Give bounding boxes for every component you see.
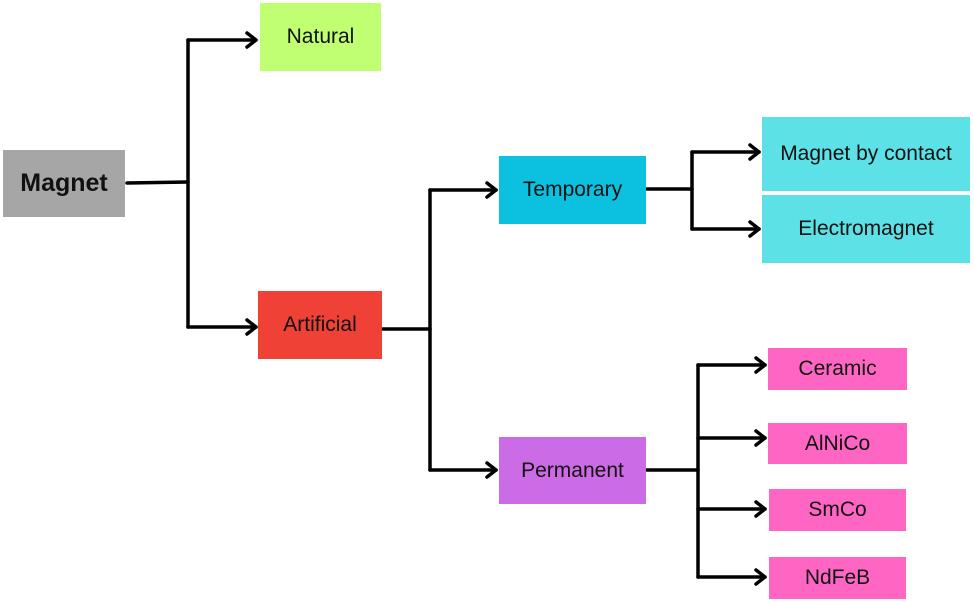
- arrowhead-smco: [754, 500, 767, 518]
- node-magnet-by-contact: Magnet by contact: [762, 117, 970, 191]
- node-artificial: Artificial: [258, 291, 382, 359]
- arrowhead-ndfeb: [754, 568, 767, 586]
- arrowhead-contact: [748, 143, 761, 161]
- node-permanent: Permanent: [499, 437, 646, 504]
- node-smco: SmCo: [769, 489, 906, 531]
- node-natural-label: Natural: [286, 25, 355, 48]
- node-natural: Natural: [260, 3, 381, 71]
- arrowhead-ceramic: [754, 356, 767, 374]
- node-magnet: Magnet: [3, 150, 125, 217]
- arrowhead-temporary: [485, 181, 498, 199]
- node-alnico: AlNiCo: [768, 423, 907, 464]
- edge-root-trunk: [125, 180, 190, 185]
- node-magnet-label: Magnet: [20, 169, 108, 197]
- node-ceramic-label: Ceramic: [798, 357, 877, 380]
- arrowhead-alnico: [754, 429, 767, 447]
- node-ndfeb: NdFeB: [769, 557, 906, 599]
- node-ndfeb-label: NdFeB: [804, 566, 871, 589]
- arrowhead-artificial: [245, 318, 258, 336]
- node-permanent-label: Permanent: [521, 458, 624, 482]
- node-alnico-label: AlNiCo: [804, 431, 871, 455]
- node-smco-label: SmCo: [808, 498, 867, 521]
- node-temporary: Temporary: [499, 156, 646, 224]
- arrowhead-permanent: [485, 461, 498, 479]
- node-temporary-label: Temporary: [522, 178, 623, 201]
- node-artificial-label: Artificial: [283, 313, 357, 336]
- node-electromagnet-label: Electromagnet: [798, 217, 934, 240]
- node-electromagnet: Electromagnet: [762, 195, 970, 263]
- node-ceramic: Ceramic: [768, 348, 907, 390]
- arrowhead-electromagnet: [748, 220, 761, 238]
- node-magnet-by-contact-label: Magnet by contact: [780, 142, 952, 165]
- arrowhead-natural: [245, 31, 258, 49]
